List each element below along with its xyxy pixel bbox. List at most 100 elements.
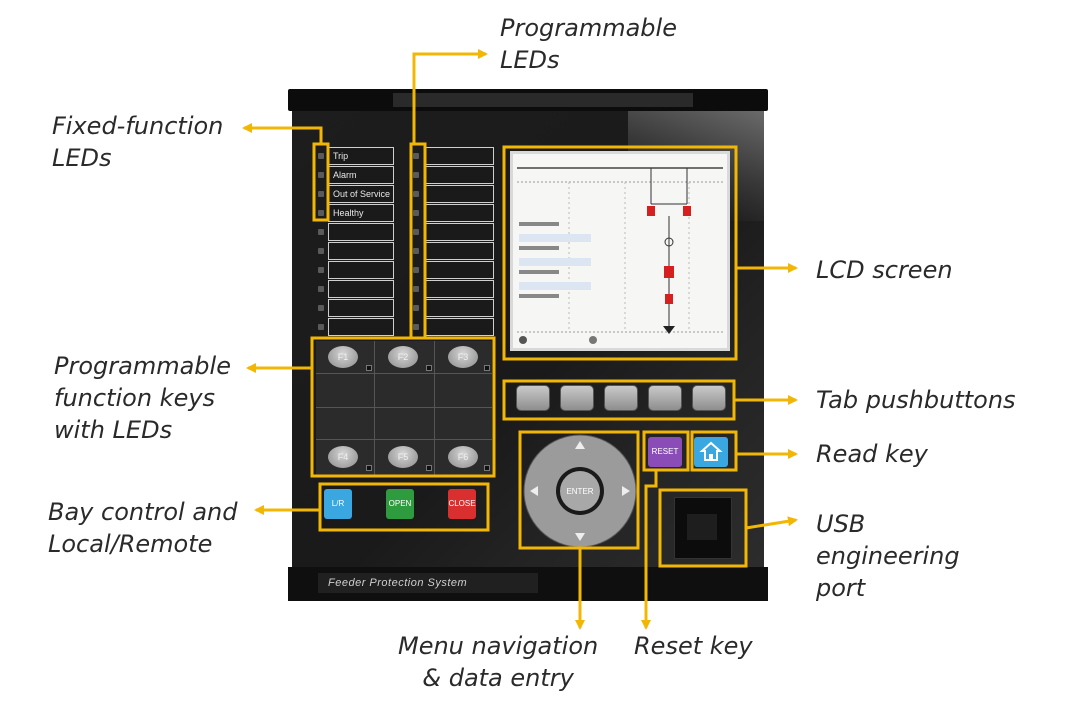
callout-text: Read key xyxy=(816,440,928,468)
tab-button-5[interactable] xyxy=(692,385,726,411)
lcd-screen xyxy=(510,151,730,351)
led-indicator xyxy=(413,267,419,273)
callout-usb-port: USB engineering port xyxy=(816,508,960,604)
callout-text: USB xyxy=(816,510,866,538)
tab-button-3[interactable] xyxy=(604,385,638,411)
highlight-bay-control xyxy=(318,482,490,532)
led-indicator xyxy=(413,191,419,197)
panel-divider xyxy=(316,439,492,440)
function-key-led xyxy=(426,465,432,471)
led-label-blank xyxy=(328,318,394,336)
function-key-f2[interactable]: F2 xyxy=(388,346,418,368)
line-reset xyxy=(641,470,658,630)
nameplate-strip xyxy=(318,573,538,593)
callout-text: with LEDs xyxy=(54,416,173,444)
usb-engineering-port[interactable] xyxy=(674,497,732,559)
line-usb xyxy=(745,516,798,530)
lcd-measurement-rows xyxy=(519,222,591,298)
function-key-f6[interactable]: F6 xyxy=(448,446,478,468)
local-remote-button[interactable]: L/R xyxy=(324,489,352,519)
home-icon xyxy=(699,441,723,461)
highlight-tab-buttons xyxy=(502,379,736,421)
highlight-navigation xyxy=(518,430,640,550)
callout-text: LEDs xyxy=(500,46,560,74)
usb-socket xyxy=(687,514,717,540)
highlight-reset xyxy=(642,430,690,472)
callout-bay-control: Bay control and Local/Remote xyxy=(48,496,238,560)
tab-button-2[interactable] xyxy=(560,385,594,411)
callout-read-key: Read key xyxy=(816,438,928,470)
led-indicator xyxy=(318,248,324,254)
line-programmable-leds xyxy=(412,49,488,144)
function-key-led xyxy=(484,465,490,471)
led-label-blank xyxy=(328,223,394,241)
reset-button[interactable]: RESET xyxy=(648,437,682,467)
led-indicator xyxy=(413,210,419,216)
led-label-alarm: Alarm xyxy=(328,166,394,184)
callout-programmable-function-keys: Programmable function keys with LEDs xyxy=(54,350,231,446)
led-label-healthy: Healthy xyxy=(328,204,394,222)
callout-text: engineering xyxy=(816,542,960,570)
lcd-single-line-diagram xyxy=(517,167,723,344)
panel-divider xyxy=(316,407,492,408)
tab-button-1[interactable] xyxy=(516,385,550,411)
callout-text: Fixed-function xyxy=(52,112,224,140)
function-key-led xyxy=(366,465,372,471)
led-indicator xyxy=(318,286,324,292)
led-label-blank xyxy=(328,280,394,298)
led-indicator xyxy=(318,324,324,330)
read-key-button[interactable] xyxy=(694,437,728,467)
led-indicator xyxy=(413,172,419,178)
callout-fixed-function-leds: Fixed-function LEDs xyxy=(52,110,223,174)
led-indicator xyxy=(318,229,324,235)
arrow-left-icon[interactable] xyxy=(530,486,538,496)
led-label-blank xyxy=(328,261,394,279)
function-key-f4[interactable]: F4 xyxy=(328,446,358,468)
callout-text: port xyxy=(816,574,866,602)
led-indicator xyxy=(413,324,419,330)
open-button[interactable]: OPEN xyxy=(386,489,414,519)
function-key-led xyxy=(366,365,372,371)
panel-divider xyxy=(316,373,492,374)
navigation-pad: ENTER xyxy=(523,434,637,548)
led-indicator xyxy=(413,248,419,254)
enter-label: ENTER xyxy=(566,487,593,496)
callout-text: function keys xyxy=(54,384,216,412)
highlight-lcd xyxy=(502,145,738,361)
callout-text: LEDs xyxy=(52,144,112,172)
callout-text: Tab pushbuttons xyxy=(816,386,1016,414)
led-indicator xyxy=(318,210,324,216)
callout-programmable-leds: Programmable LEDs xyxy=(500,12,677,76)
arrow-down-icon[interactable] xyxy=(575,533,585,541)
arrow-right-icon[interactable] xyxy=(622,486,630,496)
function-key-f3[interactable]: F3 xyxy=(448,346,478,368)
callout-text: Menu navigation xyxy=(398,632,599,660)
function-key-led xyxy=(426,365,432,371)
callout-lcd-screen: LCD screen xyxy=(816,254,953,286)
panel-divider xyxy=(434,341,435,475)
enter-button[interactable] xyxy=(560,471,600,511)
led-label-blank xyxy=(328,299,394,317)
device-bottom-bar: Feeder Protection System xyxy=(288,567,768,601)
callout-text: Reset key xyxy=(634,632,753,660)
function-key-f5[interactable]: F5 xyxy=(388,446,418,468)
close-button[interactable]: CLOSE xyxy=(448,489,476,519)
led-indicator xyxy=(318,153,324,159)
tab-button-4[interactable] xyxy=(648,385,682,411)
led-indicator xyxy=(413,229,419,235)
highlight-usb xyxy=(658,488,748,568)
callout-text: Programmable xyxy=(500,14,677,42)
function-key-f1[interactable]: F1 xyxy=(328,346,358,368)
lcd-feeder-diagram xyxy=(647,168,691,334)
highlight-read-key xyxy=(690,430,738,472)
arrow-up-icon[interactable] xyxy=(575,441,585,449)
callout-text: Programmable xyxy=(54,352,231,380)
panel-divider xyxy=(374,341,375,475)
callout-text: Bay control and xyxy=(48,498,238,526)
led-indicator xyxy=(318,172,324,178)
function-key-led xyxy=(484,365,490,371)
highlight-function-keys xyxy=(310,336,496,478)
led-indicator xyxy=(413,153,419,159)
led-indicator xyxy=(413,305,419,311)
callout-reset-key: Reset key xyxy=(634,630,753,662)
